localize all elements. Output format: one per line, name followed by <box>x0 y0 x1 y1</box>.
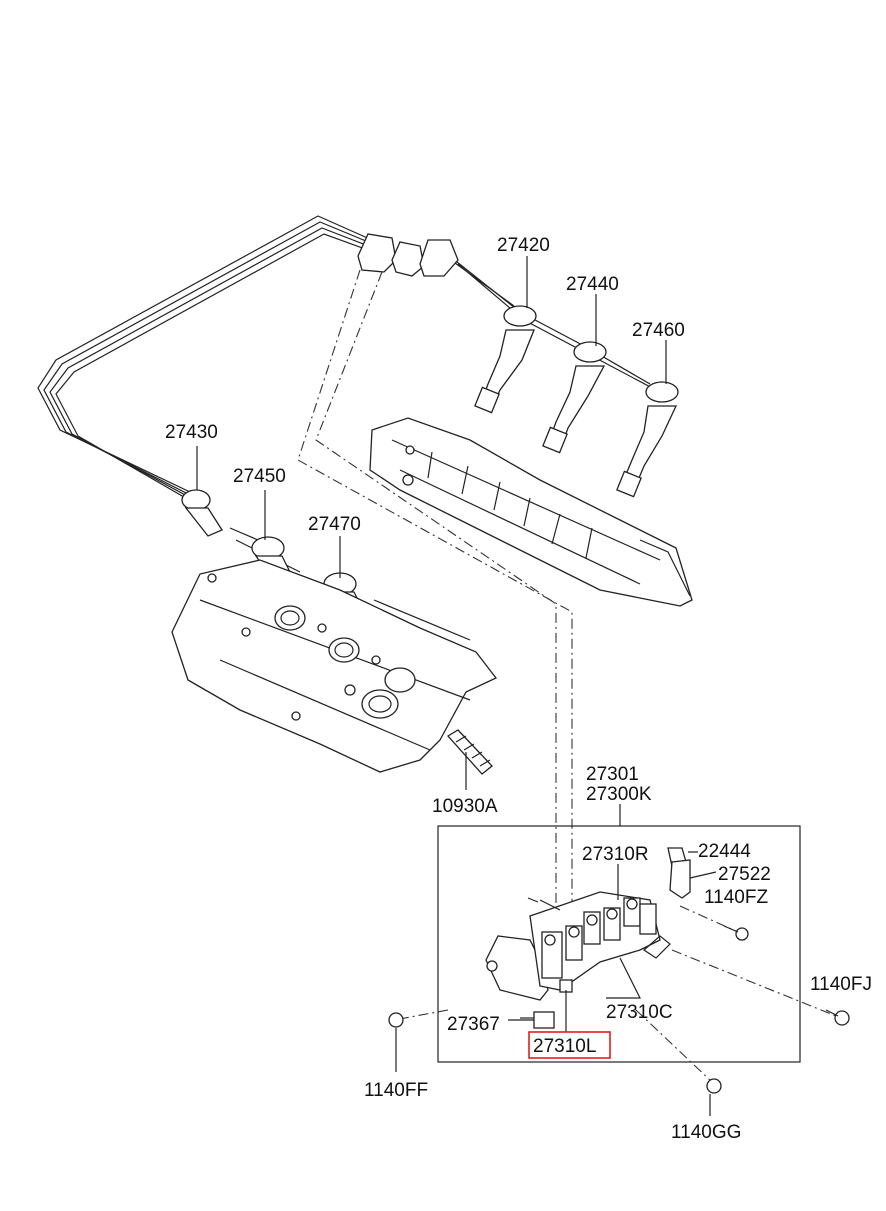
right-head-cover <box>369 417 693 607</box>
spark-plug-cable-27420 <box>474 305 537 414</box>
label-10930A: 10930A <box>432 796 498 817</box>
spark-plug-cable-27430 <box>181 489 223 537</box>
highlight-box-27310L <box>528 1031 611 1059</box>
label-27367: 27367 <box>447 1014 500 1035</box>
label-27460: 27460 <box>632 320 685 341</box>
label-27310R: 27310R <box>582 844 649 865</box>
left-head-cover <box>171 559 498 773</box>
label-1140FJ: 1140FJ <box>810 974 872 995</box>
label-27300K: 27300K <box>586 784 652 805</box>
label-27310L: 27310L <box>533 1036 596 1057</box>
part-labels: 27420 27440 27460 27430 27450 27470 1093… <box>165 235 872 1143</box>
sensor-22444 <box>667 847 691 899</box>
leader-lines <box>196 256 717 1032</box>
leader-dashed-1140fj <box>671 949 837 1017</box>
label-27470: 27470 <box>308 514 361 535</box>
label-27522: 27522 <box>718 864 771 885</box>
label-27301: 27301 <box>586 764 639 785</box>
label-1140FZ: 1140FZ <box>704 887 768 908</box>
leader-dashed-1140gg <box>635 1009 713 1083</box>
label-27450: 27450 <box>233 466 286 487</box>
label-1140FF: 1140FF <box>364 1080 428 1101</box>
spark-plug-cable-27440 <box>542 341 607 454</box>
wire-clip <box>357 233 459 277</box>
label-22444: 22444 <box>698 841 751 862</box>
label-27310C: 27310C <box>606 1002 673 1023</box>
ignition-coil-assembly-box <box>437 825 801 1063</box>
bolt-1140FF <box>388 1012 404 1072</box>
leader-dashed-2 <box>315 271 557 920</box>
ignition-coil-assembly <box>485 891 671 1001</box>
ignition-wire-harness <box>37 215 657 573</box>
bolt-1140GG <box>706 1078 722 1116</box>
label-27440: 27440 <box>566 274 619 295</box>
label-1140GG: 1140GG <box>671 1122 741 1143</box>
spark-plug-10930A <box>446 729 493 775</box>
label-27430: 27430 <box>165 422 218 443</box>
bolt-1140FJ <box>825 1009 850 1026</box>
bolt-1140FZ <box>723 925 749 941</box>
label-27420: 27420 <box>497 235 550 256</box>
spark-plug-cable-27460 <box>616 381 679 498</box>
